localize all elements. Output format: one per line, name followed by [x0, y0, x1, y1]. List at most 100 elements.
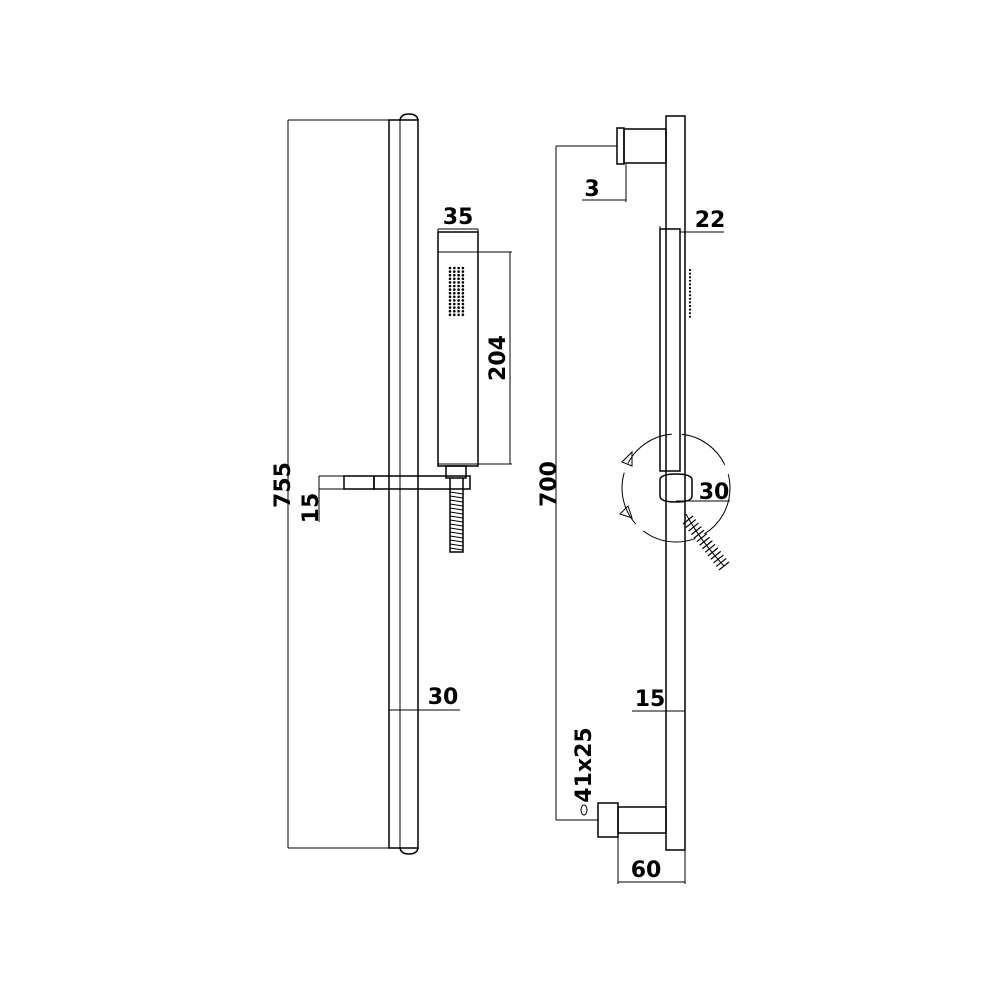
tilt-angle-label: 30	[699, 480, 730, 505]
nozzle-dot	[457, 309, 460, 313]
handshower-length-dimension: 204	[478, 251, 512, 465]
nozzle-dot	[457, 306, 460, 309]
nozzle-dot	[688, 308, 692, 311]
hose-coil	[449, 519, 464, 523]
nozzle-dot	[461, 299, 465, 302]
side-view: 3 700 22 30	[537, 115, 731, 884]
hose-coil	[449, 547, 464, 551]
handshower-length-label: 204	[486, 335, 511, 381]
nozzle-dot	[688, 290, 692, 293]
side-rail	[665, 115, 686, 851]
hose-coil	[704, 543, 716, 553]
nozzle-dot	[453, 284, 456, 288]
nozzle-dot	[461, 295, 465, 299]
nozzle-dot	[448, 313, 452, 317]
nozzle-dot	[448, 299, 452, 302]
hose-coil	[707, 547, 719, 557]
hose-coil	[449, 503, 464, 507]
nozzle-dot	[461, 284, 465, 288]
nozzle-dot	[688, 294, 692, 297]
nozzle-dot	[688, 297, 692, 300]
nozzle-dot	[461, 270, 465, 273]
nozzle-dot	[457, 277, 460, 281]
hose-coils	[449, 491, 464, 551]
top-wall-bracket: 3	[582, 127, 667, 202]
nozzle-dot	[688, 304, 692, 308]
side-hand-shower: 22	[659, 208, 726, 472]
nozzle-dot	[457, 291, 460, 295]
nozzle-dot	[457, 302, 460, 306]
rail-length-label: 755	[271, 462, 296, 508]
hose-coil	[449, 543, 464, 547]
nozzle-dot	[453, 277, 456, 281]
nozzle-dot	[461, 309, 465, 313]
hose-coil	[449, 507, 464, 511]
nozzle-dot	[688, 286, 692, 290]
head-depth-label: 22	[695, 208, 726, 233]
nozzle-dot	[448, 266, 452, 270]
hose-coil	[702, 540, 713, 550]
hose-coil	[710, 550, 722, 560]
front-view: 755 15 35	[271, 113, 512, 855]
nozzle-dot	[453, 291, 456, 295]
hose-coil	[713, 554, 724, 564]
nozzle-dot	[457, 288, 460, 291]
hose-coil	[688, 522, 699, 532]
nozzle-dot	[448, 309, 452, 313]
nozzle-dot	[448, 284, 452, 288]
handshower-width-label: 35	[443, 205, 474, 230]
nozzle-dot	[457, 284, 460, 288]
hose-coil	[449, 531, 464, 535]
projection-dimension: 60	[617, 837, 686, 884]
nozzle-dot	[448, 291, 452, 295]
projection-label: 60	[631, 858, 662, 883]
hose-coil	[699, 536, 710, 546]
nozzle-dot	[457, 270, 460, 273]
hose-coil	[449, 535, 464, 539]
nozzle-dot	[453, 266, 456, 270]
nozzle-dot	[457, 295, 460, 299]
nozzle-dot	[448, 281, 452, 284]
nozzle-dot	[461, 281, 465, 284]
nozzle-dot	[453, 273, 456, 277]
bracket-thickness-label: 15	[299, 493, 324, 524]
hose-coil	[715, 557, 727, 567]
nozzle-dot	[461, 313, 465, 317]
slide-rail	[388, 113, 419, 855]
nozzle-dot	[448, 273, 452, 277]
hose-coil	[685, 519, 697, 529]
sliding-bracket: 15	[299, 475, 471, 524]
nozzle-dot	[457, 273, 460, 277]
nozzle-dot	[453, 270, 456, 273]
nozzle-dot	[688, 272, 692, 275]
nozzle-dot	[457, 281, 460, 284]
side-hose-coils	[682, 515, 730, 571]
nozzle-dot	[457, 266, 460, 270]
nozzle-dot	[461, 302, 465, 306]
hose-coil	[449, 499, 464, 503]
hose-coil	[718, 561, 730, 571]
hose-coil	[449, 495, 464, 499]
hand-shower	[437, 231, 479, 479]
nozzle-dot	[453, 313, 456, 317]
hose-coil	[693, 529, 705, 539]
hose-coil	[449, 491, 464, 495]
nozzle-dot	[448, 277, 452, 281]
nozzle-dot	[453, 299, 456, 302]
nozzle-dot	[453, 295, 456, 299]
hose-coil	[690, 526, 702, 536]
hose-coil	[696, 533, 708, 543]
nozzle-dot	[448, 302, 452, 306]
rail-length-dimension: 755	[271, 119, 389, 849]
hose-coil	[682, 515, 694, 525]
nozzle-dot	[461, 273, 465, 277]
rail-width-dimension: 30	[389, 685, 460, 711]
wall-distance-label: 3	[584, 177, 599, 202]
nozzle-dot	[448, 270, 452, 273]
hose-coil	[449, 523, 464, 527]
nozzle-dot	[448, 288, 452, 291]
rotating-holder: 30	[619, 433, 731, 571]
hose-coil	[449, 527, 464, 531]
rail-depth-label: 15	[635, 687, 666, 712]
